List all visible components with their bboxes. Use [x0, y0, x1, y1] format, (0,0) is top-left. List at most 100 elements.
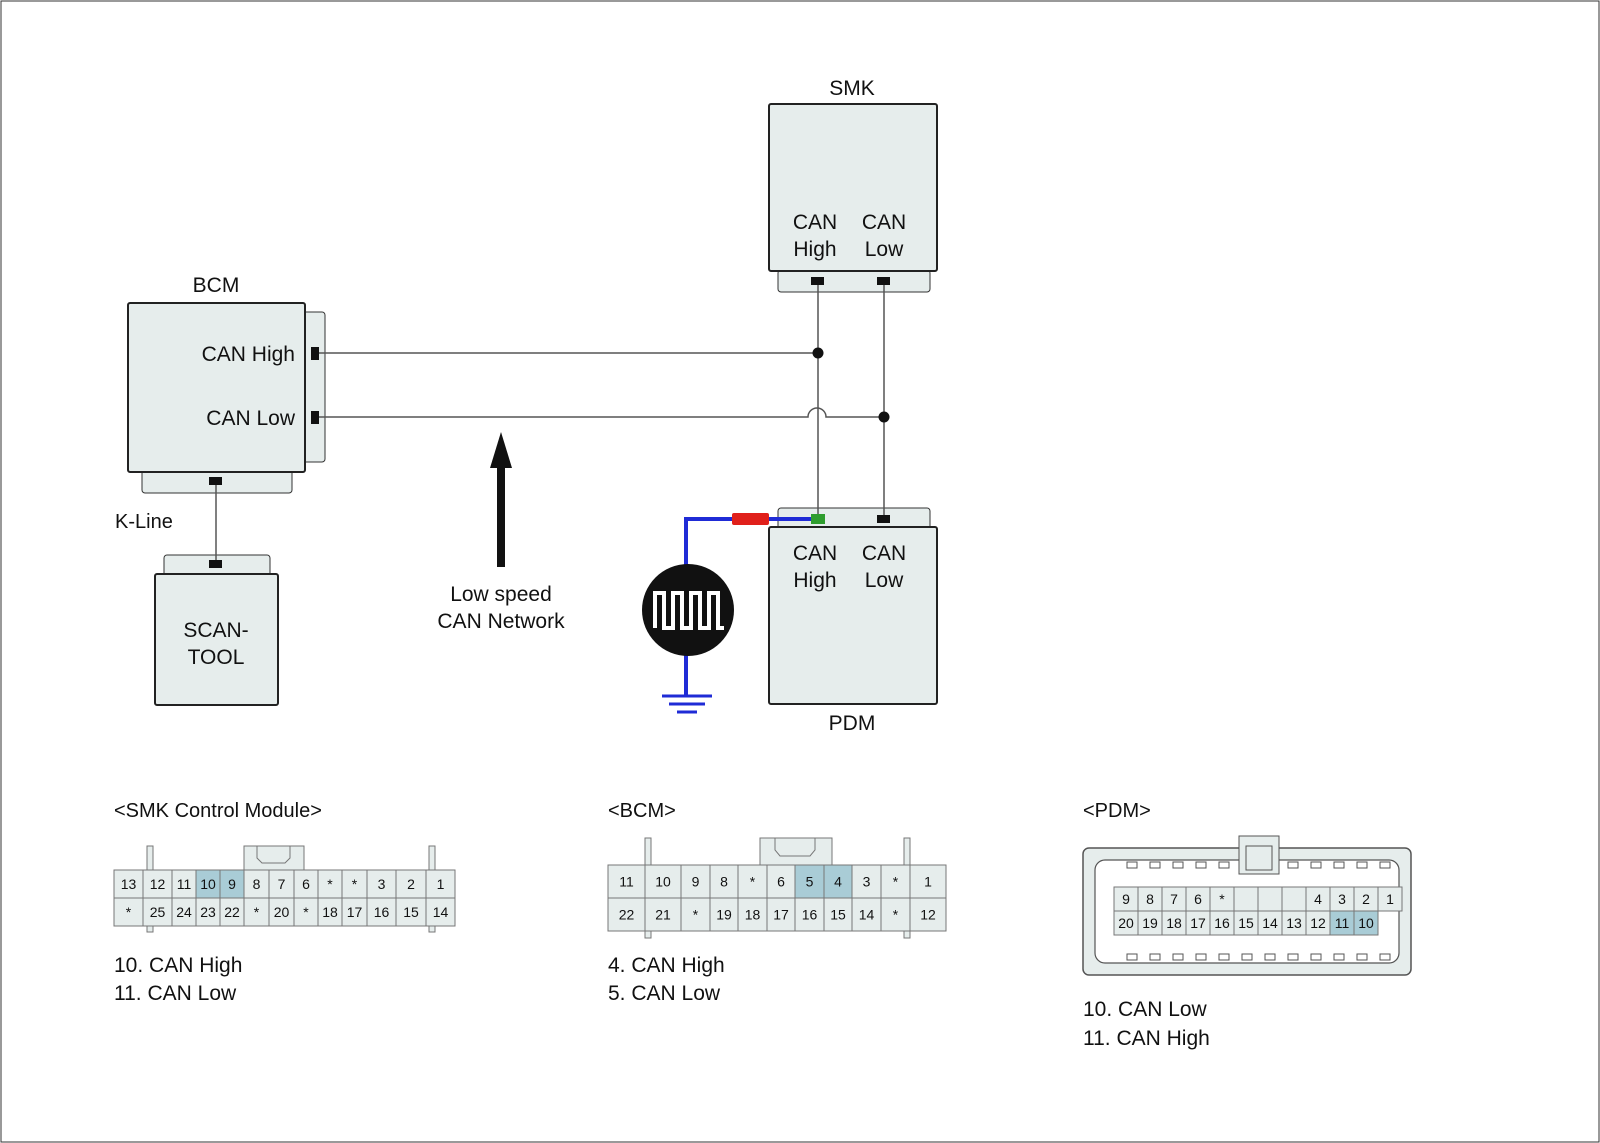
network-label-line2: CAN Network [437, 610, 565, 633]
connector-pin-label: 15 [1238, 915, 1254, 931]
up-arrow-icon [490, 432, 512, 567]
connector-pin-cell [766, 897, 796, 932]
connector-terminal-slot [1379, 861, 1391, 869]
connector-pin-cell [1305, 910, 1331, 936]
smk-can-high-pin [811, 277, 824, 285]
connector-pin-label: 18 [1166, 915, 1182, 931]
bcm-can-low-pin [311, 411, 319, 424]
connector-pin-cell [709, 864, 739, 899]
pin-legend-item: 11. CAN High [1083, 1027, 1210, 1050]
connector-pin-label: 12 [920, 907, 936, 923]
connector-terminal-slot [1287, 861, 1299, 869]
connector-pin-label: 16 [374, 904, 390, 920]
connector-pin-cell [607, 864, 646, 899]
connector-pin-label: 6 [777, 874, 785, 890]
connector-pin-cell [1257, 910, 1283, 936]
connector-terminal-slot [1356, 953, 1368, 961]
connector-pin-label: * [303, 904, 309, 920]
connector-pin-cell [823, 897, 853, 932]
connector-pin-label: 15 [830, 907, 846, 923]
connector-pin-cell [317, 869, 343, 899]
connector-pin-cell [737, 864, 768, 899]
connector-pin-label: 4 [834, 874, 842, 890]
smk-pin-can-high-line2: High [793, 238, 836, 261]
probe-assembly [642, 513, 825, 714]
connector-title: <PDM> [1083, 800, 1151, 822]
smk-can-low-pin [877, 277, 890, 285]
connector-pin-label: 23 [200, 904, 216, 920]
kline-label: K-Line [115, 511, 173, 533]
connector-terminal-slot [1333, 861, 1345, 869]
connector-pin-label: 6 [302, 876, 310, 892]
connector-pin-cell [1257, 886, 1283, 912]
connector-pin-label: 7 [278, 876, 286, 892]
connector-pin-label: * [327, 876, 333, 892]
pdm-can-high-pin [811, 514, 825, 524]
smk-pin-can-low-line1: CAN [862, 211, 906, 234]
connector-terminal-slot [1172, 861, 1184, 869]
connector-terminal-slot [1218, 953, 1230, 961]
connector-terminal-slot [1310, 861, 1322, 869]
connector-pin-cell [219, 897, 245, 927]
connector-pin-label: 12 [1310, 915, 1326, 931]
connector-pin-label: 2 [407, 876, 415, 892]
connector-pin-label: * [693, 907, 699, 923]
connector-pin-cell [1233, 886, 1259, 912]
smk-connector-strip [777, 269, 931, 293]
pdm-pin-can-low-line2: Low [865, 569, 904, 592]
connector-pin-label: * [126, 904, 132, 920]
bcm-pin-can-high: CAN High [202, 343, 295, 366]
connector-pin-label: 12 [150, 876, 166, 892]
connector-pin-cell [709, 897, 739, 932]
connector-pin-cell [909, 864, 947, 899]
connector-pin-cell [1137, 886, 1163, 912]
connector-terminal-slot [1310, 953, 1322, 961]
connector-pin-cell [794, 864, 825, 899]
scan-tool-pin [209, 560, 222, 568]
connector-pin-label: 1 [437, 876, 445, 892]
connector-pin-cell [425, 869, 456, 899]
connector-pin-label: 1 [1386, 891, 1394, 907]
connector-pin-label: 3 [378, 876, 386, 892]
connector-pin-label: 20 [274, 904, 290, 920]
connector-pin-label: 2 [1362, 891, 1370, 907]
connector-pin-label: 3 [863, 874, 871, 890]
connector-pin-label: 8 [1146, 891, 1154, 907]
connector-pin-label: * [750, 874, 756, 890]
connector-pin-cell [737, 897, 768, 932]
connector-pin-label: 10 [1358, 915, 1374, 931]
connector-terminal-slot [1333, 953, 1345, 961]
connector-terminal-slot [1149, 861, 1161, 869]
pin-legend-item: 5. CAN Low [608, 982, 721, 1005]
connector-title: <BCM> [608, 800, 676, 822]
connector-pin-cell [823, 864, 853, 899]
smk-pin-can-low-line2: Low [865, 238, 904, 261]
connector-pin-cell [142, 897, 173, 927]
connector-pin-label: 16 [802, 907, 818, 923]
connector-pin-label: 19 [716, 907, 732, 923]
connector-pin-label: 10 [655, 874, 671, 890]
connector-pin-label: 14 [859, 907, 875, 923]
connector-pin-label: 14 [1262, 915, 1278, 931]
connector-pin-label: 9 [228, 876, 236, 892]
connector-pin-label: 22 [619, 907, 635, 923]
bcm-pin-can-low: CAN Low [206, 407, 296, 430]
connector-terminal-slot [1218, 861, 1230, 869]
bcm-module: BCM CAN High CAN Low [127, 274, 326, 494]
connector-pin-label: 7 [1170, 891, 1178, 907]
connector-pin-label: 18 [322, 904, 338, 920]
connector-pin-cell [1281, 886, 1307, 912]
connector-pin-cell [680, 864, 711, 899]
smk-box [768, 103, 938, 272]
connector-pin-label: 1 [924, 874, 932, 890]
connector-pin-label: 24 [176, 904, 192, 920]
connector-pin-cell [268, 869, 295, 899]
connector-pin-cell [366, 869, 397, 899]
connector-pin-cell [1185, 910, 1211, 936]
connector-pin-label: 8 [720, 874, 728, 890]
connector-pin-label: * [254, 904, 260, 920]
